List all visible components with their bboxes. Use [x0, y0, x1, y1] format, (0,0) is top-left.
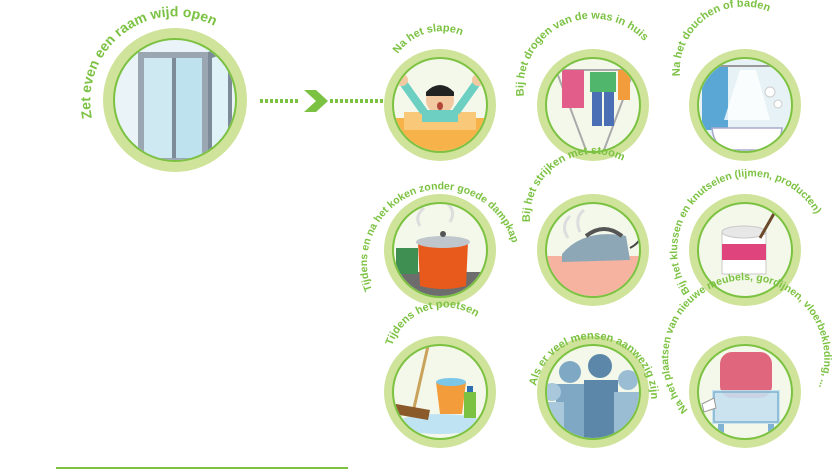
new-furniture-icon	[701, 352, 780, 436]
main-circle: Zet even een raam wijd open	[77, 3, 247, 172]
situation-circle-people: Als er veel mensen aanwezig zijn	[527, 330, 660, 448]
cleaning-mop-bucket-icon	[394, 346, 484, 434]
situation-circle-shower: Na het douchen of baden	[671, 0, 801, 161]
situation-circle-sleeping: Na het slapen	[384, 22, 496, 161]
shower-bath-icon	[700, 60, 790, 151]
situation-circle-cleaning: Tijdens het poetsen	[384, 298, 496, 448]
situation-circle-cooking: Tijdens en na het koken zonder goede dam…	[358, 180, 521, 306]
situation-circle-diy: Bij het klussen en knutselen (lijmen, pr…	[668, 167, 824, 306]
connector-arrow	[260, 90, 384, 112]
steam-iron-icon	[547, 208, 639, 296]
chevron-right-icon	[304, 90, 328, 112]
open-window-icon	[115, 40, 235, 160]
situation-circle-ironing: Bij het strijken met stoom	[521, 145, 649, 306]
drying-laundry-icon	[555, 69, 635, 151]
situation-circle-laundry: Bij het drogen van de was in huis	[514, 9, 651, 161]
